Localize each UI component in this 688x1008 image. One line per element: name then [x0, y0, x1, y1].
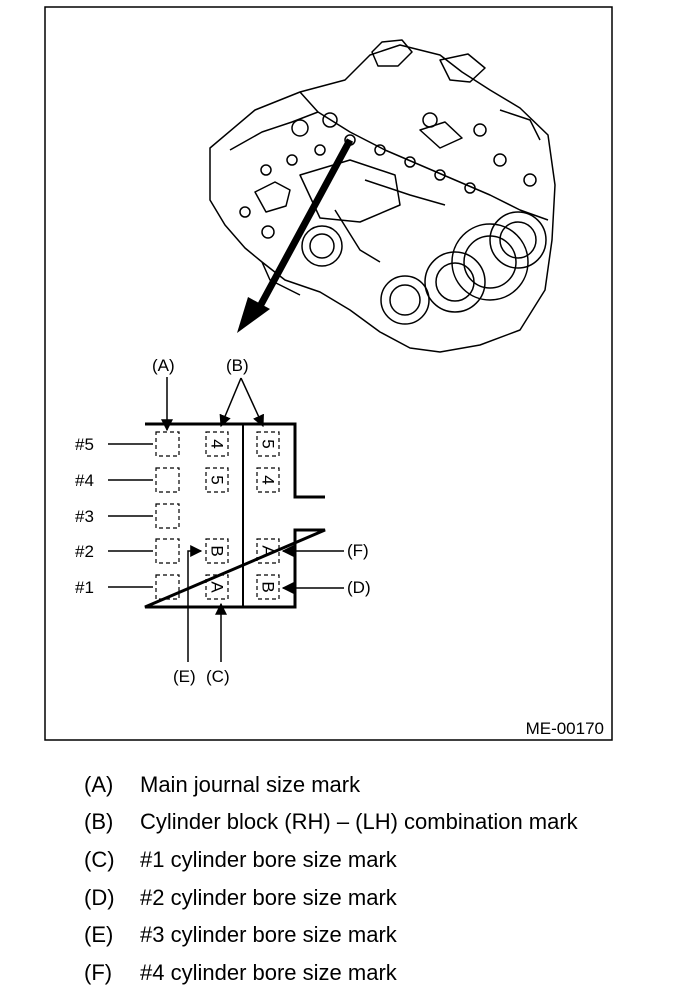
callout-label-c: (C) — [206, 667, 230, 686]
legend-text: #1 cylinder bore size mark — [140, 846, 397, 872]
mark-right-row4: 4 — [259, 475, 278, 484]
legend-code: (F) — [84, 959, 113, 985]
arrow-b-right — [240, 377, 264, 428]
callout-label-b: (B) — [226, 356, 249, 375]
legend-text: #3 cylinder bore size mark — [140, 922, 397, 948]
legend-item: (B) Cylinder block (RH) – (LH) combinatio… — [84, 804, 578, 842]
callout-label-d: (D) — [347, 578, 371, 597]
mark-right-row2: A — [259, 545, 278, 557]
legend-item: (A) Main journal size mark — [84, 766, 578, 804]
mark-mid-row1: A — [208, 581, 227, 593]
legend-list: (A) Main journal size mark (B) Cylinder bl… — [84, 766, 578, 992]
engine-block-illustration — [209, 39, 556, 353]
mark-mid-row4: 5 — [208, 475, 227, 484]
pointer-arrow-shaft — [254, 138, 354, 312]
callout-arrows — [161, 377, 344, 662]
engine-block-diagram: (A) (B) (F) (D) (E) (C) #5 #4 #3 #2 #1 — [44, 6, 613, 741]
right-mark-boxes — [256, 431, 280, 600]
arrow-b-left — [219, 377, 242, 428]
legend-code: (D) — [84, 884, 115, 910]
legend-code: (E) — [84, 922, 114, 948]
row-label-5: #5 — [75, 435, 94, 454]
callout-label-f: (F) — [347, 541, 369, 560]
figure-frame — [44, 6, 613, 741]
callout-label-a: (A) — [152, 356, 175, 375]
block-outline — [144, 422, 326, 609]
legend-text: Main journal size mark — [140, 771, 361, 797]
middle-mark-boxes — [205, 431, 229, 600]
legend-code: (C) — [84, 846, 115, 872]
row-label-1: #1 — [75, 578, 94, 597]
legend-item: (C) #1 cylinder bore size mark — [84, 841, 578, 879]
figure-code: ME-00170 — [526, 719, 604, 738]
row-leader-lines — [108, 443, 153, 588]
legend-item: (F) #4 cylinder bore size mark — [84, 954, 578, 992]
mark-right-row5: 5 — [259, 439, 278, 448]
row-label-3: #3 — [75, 507, 94, 526]
legend-text: #2 cylinder bore size mark — [140, 884, 397, 910]
row-label-2: #2 — [75, 542, 94, 561]
legend-code: (B) — [84, 809, 114, 835]
legend-code: (A) — [84, 771, 114, 797]
mark-mid-row5: 4 — [208, 439, 227, 448]
legend-item: (E) #3 cylinder bore size mark — [84, 916, 578, 954]
legend-text: Cylinder block (RH) – (LH) combination m… — [140, 809, 578, 835]
mark-right-row1: B — [259, 581, 278, 592]
row-label-4: #4 — [75, 471, 94, 490]
mark-mid-row2: B — [208, 545, 227, 556]
pointer-arrowhead — [237, 297, 270, 333]
legend-item: (D) #2 cylinder bore size mark — [84, 879, 578, 917]
main-journal-boxes — [155, 431, 180, 600]
arrow-e — [187, 545, 203, 662]
legend-text: #4 cylinder bore size mark — [140, 959, 397, 985]
callout-label-e: (E) — [173, 667, 196, 686]
